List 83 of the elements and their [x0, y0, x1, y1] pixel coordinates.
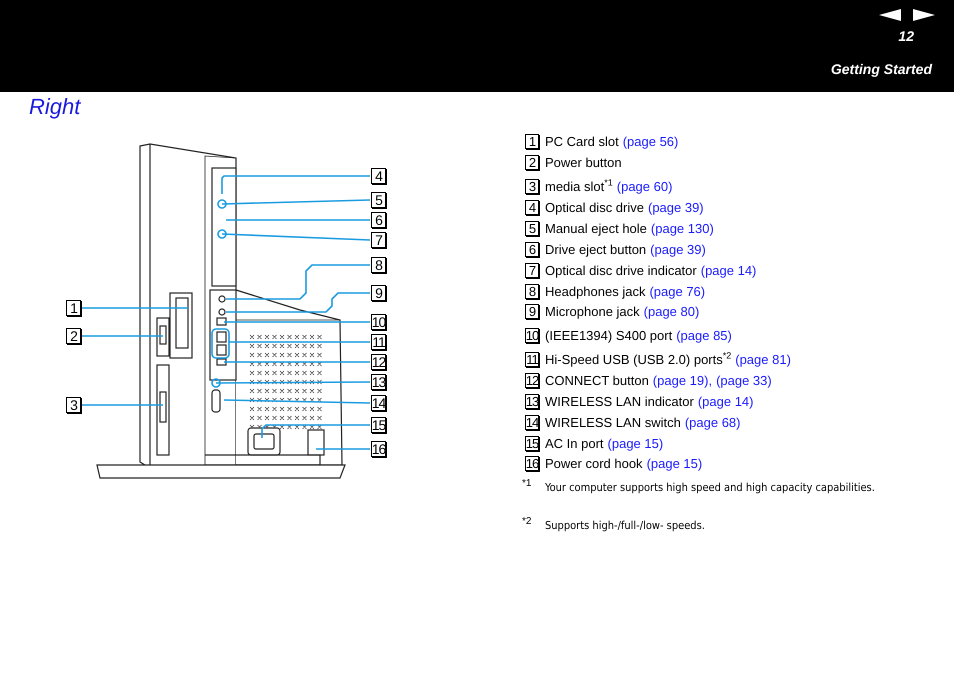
item-description: (IEEE1394) S400 port: [545, 328, 672, 343]
page-link: (page 85): [676, 328, 732, 343]
item-description: CONNECT button: [545, 373, 649, 388]
item-description: WIRELESS LAN indicator: [545, 394, 694, 409]
callout-number: 5: [371, 192, 386, 208]
item-number: 6: [525, 242, 539, 257]
page-link: (page 14): [698, 394, 754, 409]
leader-line: [224, 399, 370, 404]
item-number: 3: [525, 179, 539, 194]
page-link: (page 56): [622, 134, 678, 149]
item-description: Hi-Speed USB (USB 2.0) ports$^{*2}$: [545, 352, 732, 367]
callout-number: 6: [371, 212, 386, 228]
page-number: 12: [898, 28, 914, 44]
callout-number: 15: [371, 417, 386, 433]
item-number: 8: [525, 284, 539, 299]
item-description: Optical disc drive: [545, 200, 644, 215]
page-link: (page 33): [716, 373, 772, 388]
item-number: 9: [525, 304, 539, 319]
leader-line: [226, 219, 370, 221]
page-link: (page 60): [616, 179, 672, 194]
footnote-mark: *1: [522, 478, 532, 489]
item-number: 1: [525, 134, 539, 149]
item-number: 7: [525, 263, 539, 278]
page-link: (page 81): [735, 352, 791, 367]
callout-number: 14: [371, 395, 386, 411]
section-name: Getting Started: [830, 61, 932, 77]
leader-line: [217, 199, 370, 209]
leader-line: [221, 175, 370, 194]
page-link: (page 80): [644, 304, 700, 319]
page-link: (page 14): [700, 263, 756, 278]
leader-line: [226, 292, 370, 313]
leader-line: [224, 361, 370, 363]
leader-line: [316, 448, 370, 450]
callout-number: 2: [66, 328, 81, 344]
item-number: 5: [525, 221, 539, 236]
leader-line: [82, 335, 163, 337]
item-description: Power cord hook: [545, 456, 643, 471]
callout-number: 12: [371, 354, 386, 370]
item-description: AC In port: [545, 436, 604, 451]
item-number: 4: [525, 200, 539, 215]
item-description: PC Card slot: [545, 134, 619, 149]
page-link: (page 76): [649, 284, 706, 299]
leader-line: [224, 321, 370, 323]
leader-line: [229, 341, 370, 343]
item-number: 15: [525, 436, 539, 451]
leader-line: [226, 264, 370, 300]
page-link: (page 19),: [652, 373, 712, 388]
page-link: (page 130): [650, 221, 714, 236]
item-description: Manual eject hole: [545, 221, 647, 236]
item-description: Power button: [545, 155, 622, 170]
page-link: (page 39): [648, 200, 704, 215]
page-title: Right: [29, 94, 80, 120]
item-number: 2: [525, 155, 539, 170]
item-description: Microphone jack: [545, 304, 640, 319]
item-description: Headphones jack: [545, 284, 646, 299]
page-link: (page 68): [684, 415, 740, 430]
item-number: 16: [525, 456, 539, 471]
leader-line: [82, 404, 163, 406]
leader-line: [211, 378, 370, 388]
callout-number: 11: [371, 334, 386, 350]
leader-line: [261, 424, 370, 438]
callout-number: 3: [66, 397, 81, 413]
footnote-mark: *2: [522, 516, 532, 527]
callout-number: 9: [371, 285, 386, 301]
callout-number: 8: [371, 257, 386, 273]
callout-number: 7: [371, 232, 386, 248]
footnote-text: Supports high-/full-/low- speeds.: [545, 518, 706, 534]
item-description: Optical disc drive indicator: [545, 263, 697, 278]
item-number: 14: [525, 415, 539, 430]
page-link: (page 39): [650, 242, 706, 257]
callout-number: 1: [66, 300, 81, 316]
page-link: (page 15): [646, 456, 702, 471]
callout-number: 16: [371, 441, 386, 457]
page-link: (page 15): [608, 436, 664, 451]
item-description: Drive eject button: [545, 242, 646, 257]
callout-number: 4: [371, 168, 386, 184]
footnote-text: Your computer supports high speed and high capacity capabilities.: [545, 480, 876, 496]
item-description: media slot$^{*1}$: [545, 179, 613, 194]
leader-line: [82, 307, 188, 309]
leader-line: [217, 229, 370, 241]
item-number: 11: [525, 352, 539, 367]
item-description: WIRELESS LAN switch: [545, 415, 681, 430]
item-number: 12: [525, 373, 539, 388]
